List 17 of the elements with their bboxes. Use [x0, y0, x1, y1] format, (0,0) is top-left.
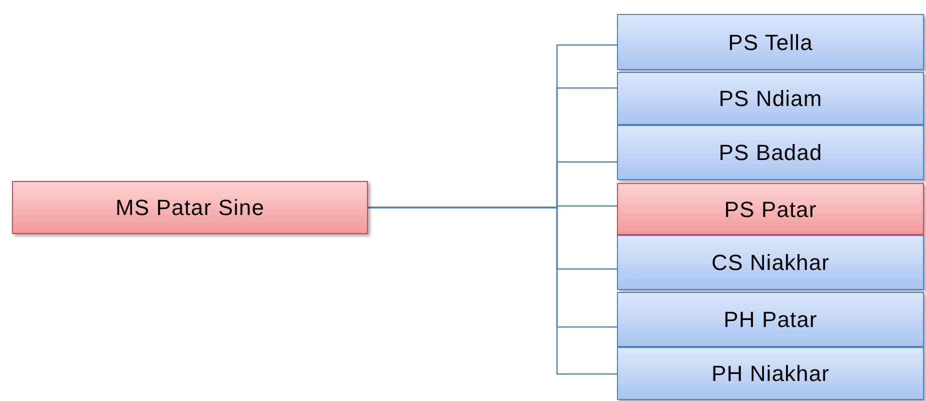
connector-line [368, 206, 617, 375]
box-label: PS Tella [728, 28, 813, 56]
org-box [617, 14, 924, 70]
org-box [12, 181, 368, 234]
box-label: PH Niakhar [712, 360, 830, 388]
box-label: PS Patar [724, 196, 817, 224]
box-label: PS Ndiam [718, 85, 822, 113]
org-box [617, 292, 924, 347]
org-box [617, 235, 924, 290]
box-label: MS Patar Sine [116, 194, 264, 222]
box-label: PH Patar [724, 306, 818, 334]
org-box [617, 72, 924, 125]
org-box [617, 183, 924, 235]
org-box [617, 125, 924, 180]
box-label: CS Niakhar [712, 249, 830, 277]
box-label: PS Badad [718, 139, 822, 167]
org-box [617, 347, 924, 400]
